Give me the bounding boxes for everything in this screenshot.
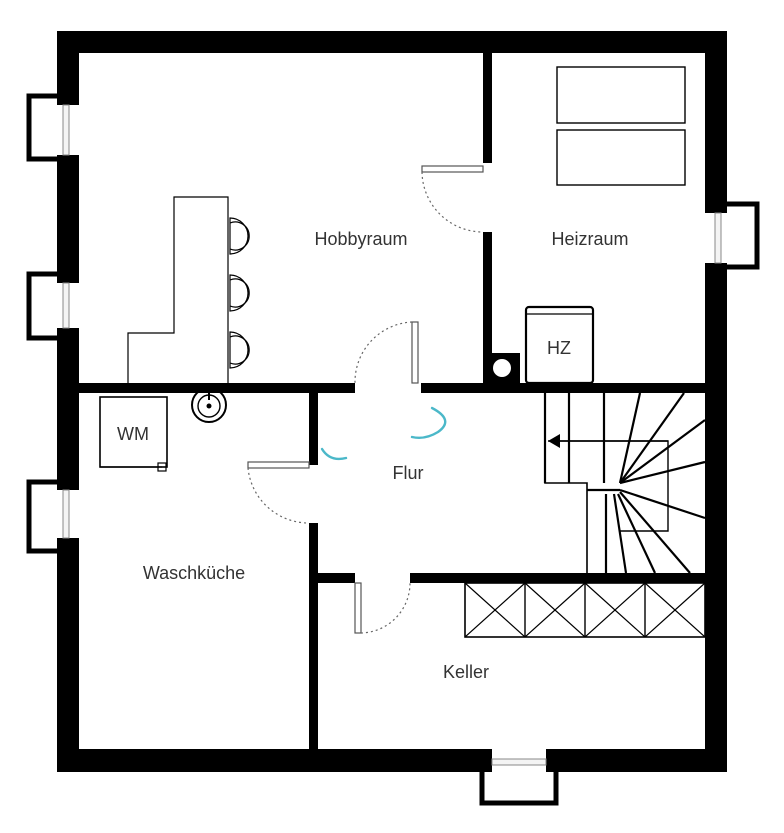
heating-unit-label: HZ xyxy=(547,338,571,358)
interior-walls xyxy=(79,53,705,749)
wall-wasch-flur-lower xyxy=(309,523,318,749)
tank-2 xyxy=(556,129,686,186)
storage-shelf xyxy=(464,582,706,638)
room-label-keller: Keller xyxy=(443,662,489,682)
tank-1 xyxy=(556,66,686,124)
room-label-hobbyraum: Hobbyraum xyxy=(314,229,407,249)
hallway-accents xyxy=(320,406,447,461)
windows xyxy=(26,93,760,806)
window-bottom xyxy=(479,749,559,806)
window-right xyxy=(705,201,760,270)
room-label-heizraum: Heizraum xyxy=(551,229,628,249)
doors xyxy=(247,165,484,634)
door-flur-keller xyxy=(354,582,411,634)
accent-arc-left xyxy=(320,447,348,461)
room-labels: Hobbyraum Heizraum Flur Waschküche Kelle… xyxy=(143,229,629,682)
heating-unit: HZ xyxy=(524,305,595,385)
wall-keller-top-right xyxy=(410,573,705,583)
wall-wasch-flur-upper xyxy=(309,393,318,465)
exterior-walls xyxy=(57,31,727,772)
window-left-1 xyxy=(26,93,79,162)
storage-tanks xyxy=(556,66,686,186)
exterior-wall-bottom xyxy=(57,749,727,772)
exterior-wall-left xyxy=(57,31,79,772)
bar-stool-3 xyxy=(229,331,250,369)
exterior-wall-right xyxy=(705,31,727,772)
washing-machine-label: WM xyxy=(117,424,149,444)
accent-arc-right xyxy=(410,406,447,440)
room-label-flur: Flur xyxy=(393,463,424,483)
door-hobby-heiz xyxy=(421,165,484,233)
bar-stools xyxy=(229,217,250,369)
door-hobby-flur xyxy=(354,321,419,384)
wall-hobby-heiz-upper xyxy=(483,53,492,163)
door-flur-wasch xyxy=(247,461,310,524)
wall-horizontal-left xyxy=(79,383,355,393)
window-left-2 xyxy=(26,271,79,341)
sink xyxy=(191,387,227,423)
wall-horizontal-right xyxy=(421,383,705,393)
wall-hobby-heiz-lower xyxy=(483,232,492,383)
wall-keller-top-left xyxy=(318,573,355,583)
washing-machine: WM xyxy=(99,396,168,472)
bar-stool-2 xyxy=(229,274,250,312)
chimney xyxy=(483,353,520,383)
exterior-wall-top xyxy=(57,31,727,53)
window-left-3 xyxy=(26,479,79,554)
bar-counter xyxy=(127,196,229,383)
bar-stool-1 xyxy=(229,217,250,255)
room-label-waschkueche: Waschküche xyxy=(143,563,245,583)
staircase xyxy=(543,392,706,574)
